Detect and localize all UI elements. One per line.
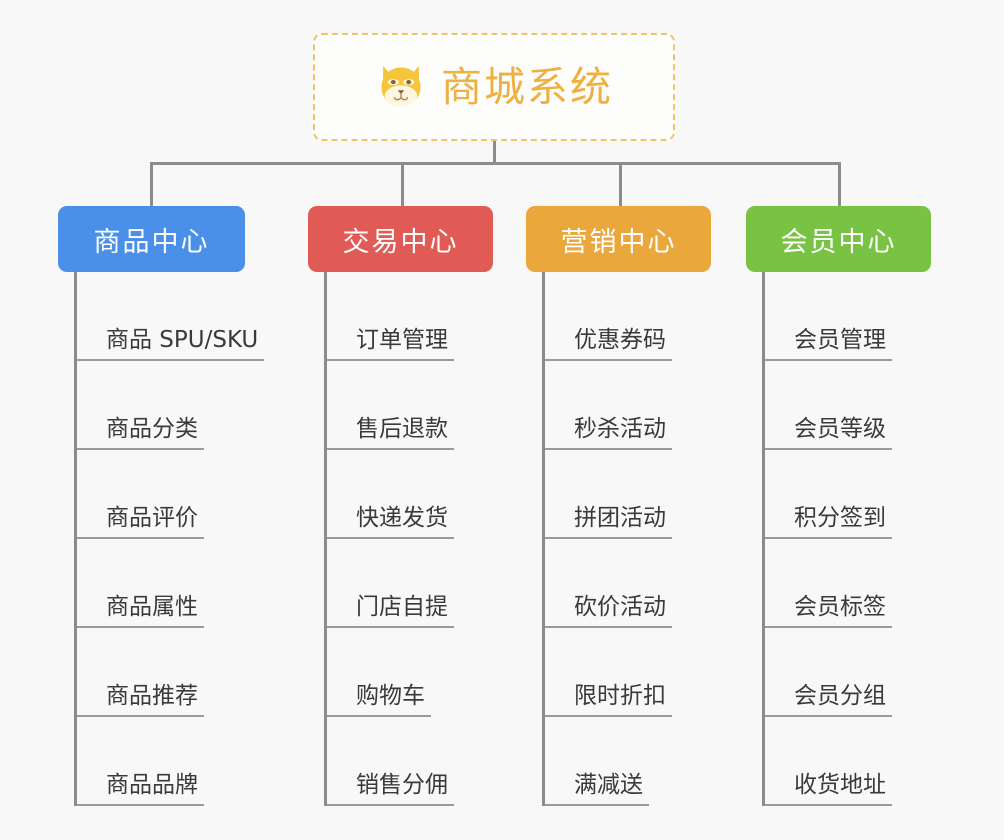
branch-column-4: 会员中心 会员管理 会员等级 积分签到 会员标签 会员分组 收货地址 xyxy=(746,206,931,806)
list-item-label: 商品评价 xyxy=(77,505,204,539)
list-item[interactable]: 会员管理 xyxy=(765,272,931,361)
branch-item-list-1: 商品 SPU/SKU 商品分类 商品评价 商品属性 商品推荐 商品品牌 xyxy=(74,272,265,806)
connector-drop-2 xyxy=(401,162,404,206)
shiba-dog-face-icon xyxy=(381,65,421,107)
list-item-label: 商品推荐 xyxy=(77,683,204,717)
list-item-label: 商品属性 xyxy=(77,594,204,628)
list-item-label: 拼团活动 xyxy=(545,505,672,539)
list-item-label: 订单管理 xyxy=(327,327,454,361)
list-item-label: 商品 SPU/SKU xyxy=(77,327,265,361)
list-item[interactable]: 快递发货 xyxy=(327,450,493,539)
branch-header-3[interactable]: 营销中心 xyxy=(526,206,711,272)
list-item-label: 销售分佣 xyxy=(327,772,454,806)
list-item-label: 秒杀活动 xyxy=(545,416,672,450)
branch-header-label: 会员中心 xyxy=(780,226,897,258)
list-item-label: 优惠券码 xyxy=(545,327,672,361)
connector-horizontal-bus xyxy=(150,162,840,165)
connector-root-stem xyxy=(493,141,496,165)
list-item-label: 商品品牌 xyxy=(77,772,204,806)
list-item-label: 快递发货 xyxy=(327,505,454,539)
list-item-label: 限时折扣 xyxy=(545,683,672,717)
list-item[interactable]: 满减送 xyxy=(545,717,711,806)
list-item[interactable]: 拼团活动 xyxy=(545,450,711,539)
list-item-label: 积分签到 xyxy=(765,505,892,539)
list-item-label: 会员管理 xyxy=(765,327,892,361)
list-item[interactable]: 商品品牌 xyxy=(77,717,245,806)
list-item[interactable]: 收货地址 xyxy=(765,717,931,806)
list-item[interactable]: 砍价活动 xyxy=(545,539,711,628)
branch-header-label: 商品中心 xyxy=(93,226,210,258)
list-item[interactable]: 会员标签 xyxy=(765,539,931,628)
connector-drop-4 xyxy=(838,162,841,206)
list-item-label: 售后退款 xyxy=(327,416,454,450)
branch-item-list-2: 订单管理 售后退款 快递发货 门店自提 购物车 销售分佣 xyxy=(324,272,493,806)
branch-item-list-4: 会员管理 会员等级 积分签到 会员标签 会员分组 收货地址 xyxy=(762,272,931,806)
list-item[interactable]: 秒杀活动 xyxy=(545,361,711,450)
list-item[interactable]: 购物车 xyxy=(327,628,493,717)
branch-column-3: 营销中心 优惠券码 秒杀活动 拼团活动 砍价活动 限时折扣 满减送 xyxy=(526,206,711,806)
list-item[interactable]: 会员分组 xyxy=(765,628,931,717)
list-item-label: 砍价活动 xyxy=(545,594,672,628)
branch-header-1[interactable]: 商品中心 xyxy=(58,206,245,272)
branch-item-list-3: 优惠券码 秒杀活动 拼团活动 砍价活动 限时折扣 满减送 xyxy=(542,272,711,806)
connector-drop-3 xyxy=(619,162,622,206)
list-item[interactable]: 商品推荐 xyxy=(77,628,245,717)
list-item[interactable]: 会员等级 xyxy=(765,361,931,450)
list-item-label: 会员分组 xyxy=(765,683,892,717)
list-item[interactable]: 商品评价 xyxy=(77,450,245,539)
list-item-label: 购物车 xyxy=(327,683,431,717)
list-item-label: 商品分类 xyxy=(77,416,204,450)
list-item[interactable]: 商品分类 xyxy=(77,361,245,450)
branch-column-1: 商品中心 商品 SPU/SKU 商品分类 商品评价 商品属性 商品推荐 商品品牌 xyxy=(58,206,265,806)
branch-header-label: 交易中心 xyxy=(342,226,459,258)
list-item[interactable]: 限时折扣 xyxy=(545,628,711,717)
list-item-label: 会员标签 xyxy=(765,594,892,628)
list-item[interactable]: 商品属性 xyxy=(77,539,245,628)
list-item[interactable]: 销售分佣 xyxy=(327,717,493,806)
list-item[interactable]: 积分签到 xyxy=(765,450,931,539)
connector-drop-1 xyxy=(150,162,153,206)
root-title: 商城系统 xyxy=(441,62,613,111)
list-item[interactable]: 订单管理 xyxy=(327,272,493,361)
list-item-label: 会员等级 xyxy=(765,416,892,450)
list-item-label: 门店自提 xyxy=(327,594,454,628)
branch-header-label: 营销中心 xyxy=(560,226,677,258)
list-item[interactable]: 优惠券码 xyxy=(545,272,711,361)
root-node[interactable]: 商城系统 xyxy=(313,33,675,141)
branch-header-2[interactable]: 交易中心 xyxy=(308,206,493,272)
list-item-label: 收货地址 xyxy=(765,772,892,806)
list-item-label: 满减送 xyxy=(545,772,649,806)
list-item[interactable]: 门店自提 xyxy=(327,539,493,628)
branch-column-2: 交易中心 订单管理 售后退款 快递发货 门店自提 购物车 销售分佣 xyxy=(308,206,493,806)
list-item[interactable]: 商品 SPU/SKU xyxy=(77,272,265,361)
branch-header-4[interactable]: 会员中心 xyxy=(746,206,931,272)
list-item[interactable]: 售后退款 xyxy=(327,361,493,450)
